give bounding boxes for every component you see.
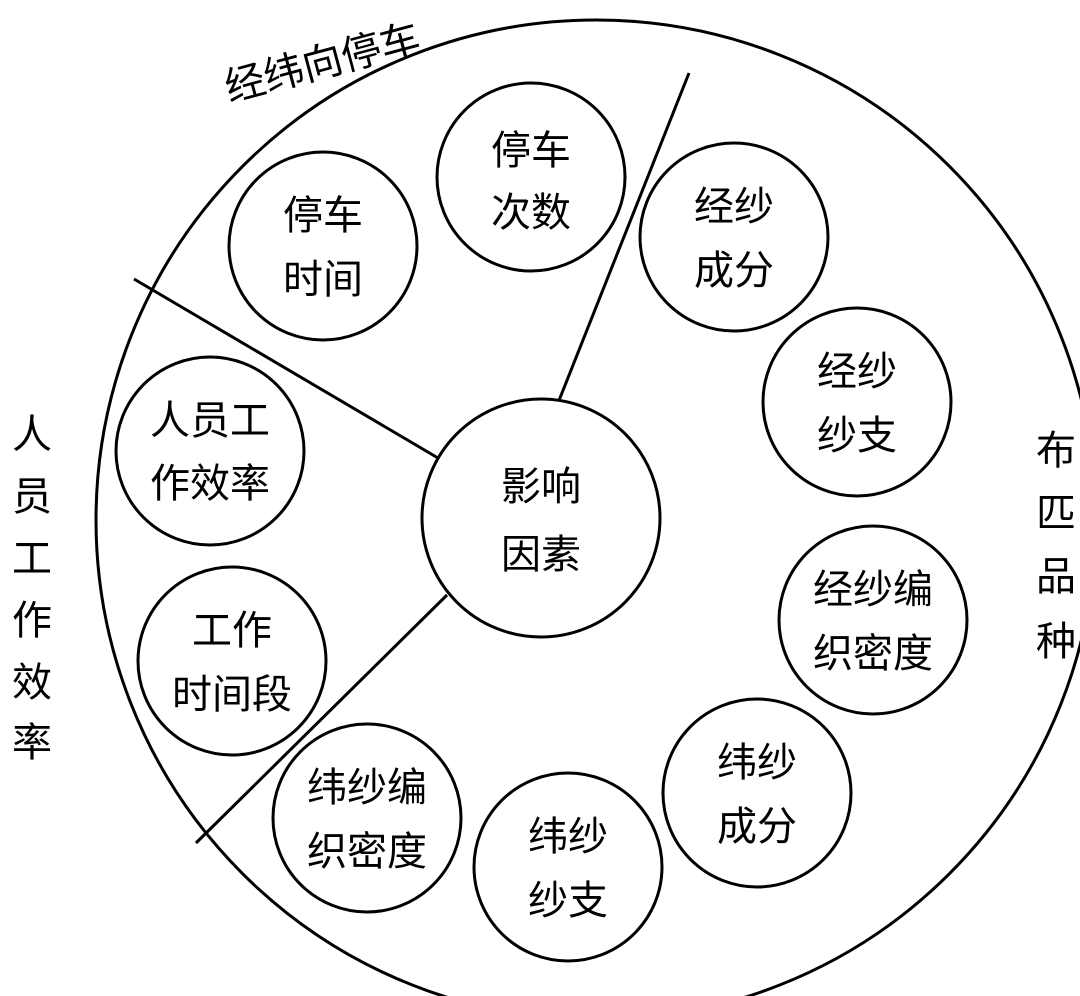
- svg-text:织密度: 织密度: [307, 829, 427, 875]
- svg-text:纬纱: 纬纱: [528, 814, 608, 860]
- svg-text:停车: 停车: [283, 193, 363, 239]
- node-work-period: 工作 时间段: [136, 565, 328, 757]
- svg-text:作: 作: [12, 598, 52, 644]
- svg-text:作效率: 作效率: [150, 461, 270, 507]
- sector-label-right: 布 匹 品 种: [1036, 428, 1076, 665]
- svg-text:纬纱编: 纬纱编: [307, 765, 427, 811]
- svg-text:经纱: 经纱: [817, 349, 897, 395]
- node-stop-count: 停车 次数: [435, 81, 627, 273]
- node-warp-composition: 经纱 成分: [638, 141, 830, 333]
- svg-text:人: 人: [12, 412, 52, 458]
- svg-text:率: 率: [12, 720, 52, 766]
- svg-text:种: 种: [1036, 619, 1076, 665]
- sector-label-left: 人 员 工 作 效 率: [12, 412, 52, 766]
- svg-text:经纱编: 经纱编: [813, 567, 933, 613]
- svg-text:工作: 工作: [192, 608, 272, 654]
- divider-bottom-left: [194, 593, 449, 845]
- svg-text:人员工: 人员工: [150, 398, 270, 444]
- sector-label-top: 经纬向停车: [220, 15, 425, 111]
- svg-text:时间段: 时间段: [172, 672, 292, 718]
- node-stop-time: 停车 时间: [227, 150, 419, 342]
- svg-text:纱支: 纱支: [817, 413, 897, 459]
- svg-text:员: 员: [12, 474, 52, 520]
- svg-text:次数: 次数: [491, 190, 571, 236]
- node-warp-density: 经纱编 织密度: [777, 524, 969, 716]
- node-staff-efficiency: 人员工 作效率: [114, 355, 306, 547]
- node-weft-density: 纬纱编 织密度: [271, 722, 463, 914]
- node-warp-count: 经纱 纱支: [761, 306, 953, 498]
- center-node-line-1: 影响: [501, 464, 581, 510]
- svg-text:成分: 成分: [694, 248, 774, 294]
- outer-circle: [94, 18, 1080, 996]
- center-node: 影响 因素: [420, 397, 662, 639]
- svg-text:匹: 匹: [1036, 491, 1076, 537]
- svg-text:纬纱: 纬纱: [717, 740, 797, 786]
- svg-text:布: 布: [1036, 428, 1076, 474]
- svg-text:经纱: 经纱: [694, 184, 774, 230]
- center-node-line-2: 因素: [501, 532, 581, 578]
- svg-text:织密度: 织密度: [813, 631, 933, 677]
- divider-top-right: [556, 72, 691, 404]
- svg-text:品: 品: [1036, 554, 1076, 600]
- svg-text:纱支: 纱支: [528, 878, 608, 924]
- svg-text:工: 工: [12, 536, 52, 582]
- svg-text:效: 效: [12, 660, 52, 706]
- svg-text:成分: 成分: [717, 804, 797, 850]
- svg-text:时间: 时间: [283, 257, 363, 303]
- divider-top-left: [133, 277, 439, 460]
- node-weft-count: 纬纱 纱支: [472, 771, 664, 963]
- node-weft-composition: 纬纱 成分: [661, 697, 853, 889]
- svg-text:停车: 停车: [491, 128, 571, 174]
